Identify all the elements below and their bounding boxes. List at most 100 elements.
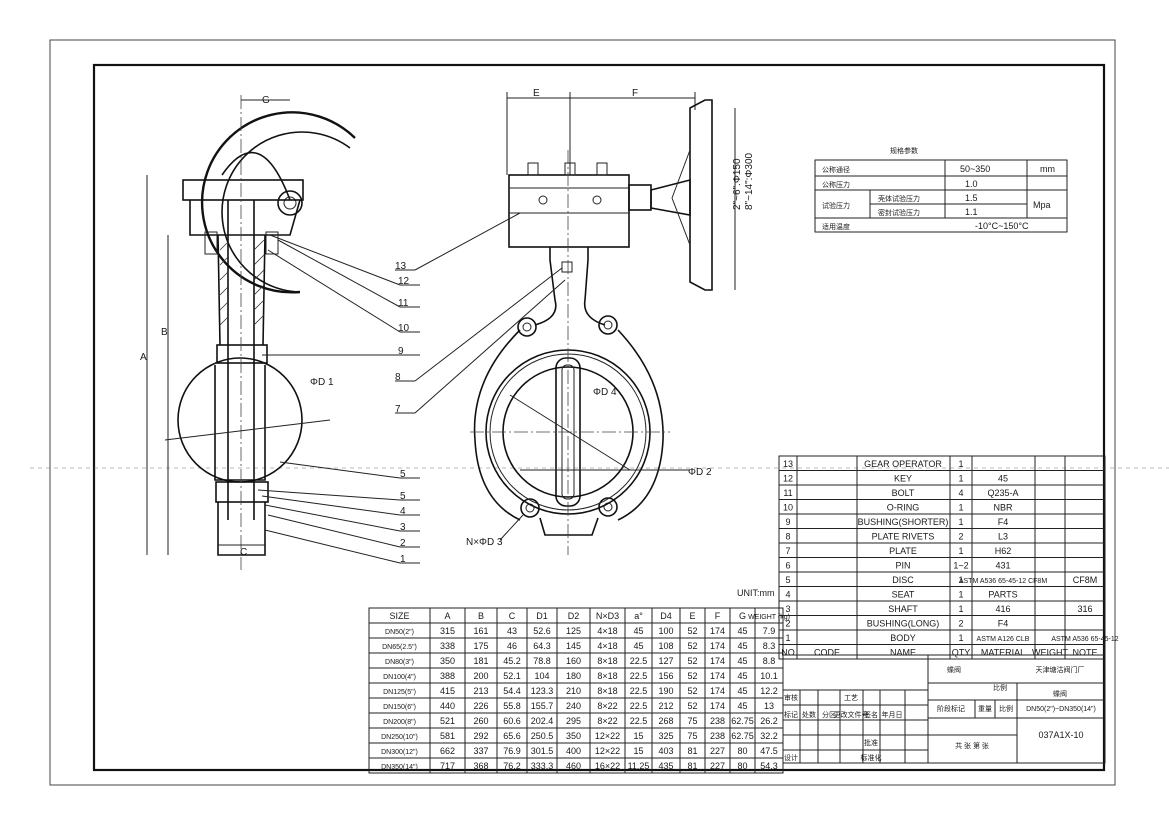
size-cell: DN100(4") [383, 674, 416, 681]
dim-d2: ΦD 2 [688, 467, 712, 478]
size-cell: 174 [710, 671, 725, 681]
parts-row-qty: 1 [958, 590, 963, 600]
parts-row-no: 1 [785, 633, 790, 643]
title-scale-label: 比例 [993, 683, 1007, 692]
callout-4: 4 [400, 506, 406, 517]
size-cell: 238 [710, 731, 725, 741]
title-label: 设计 [784, 753, 798, 762]
parts-row-qty: 2 [958, 619, 963, 629]
size-cell: 174 [710, 686, 725, 696]
parts-header-cell: QTY [952, 648, 971, 658]
spec-row-4-value: -10°C~150°C [975, 221, 1029, 231]
size-cell: 45 [737, 686, 747, 696]
size-cell: 180 [566, 671, 581, 681]
size-cell: DN65(2.5") [382, 644, 417, 651]
spec-table: 规格参数 公称通径 50~350 mm 公称压力 1.0 试验压力 壳体试验压力… [814, 146, 1068, 233]
size-cell: 200 [473, 671, 488, 681]
size-cell: 108 [658, 641, 673, 651]
parts-row-name: BOLT [892, 488, 915, 498]
dim-e: E [533, 88, 540, 99]
size-cell: 8.3 [763, 641, 776, 651]
size-cell: 52 [687, 626, 697, 636]
size-cell: 12.2 [760, 686, 778, 696]
spec-row-3-sub: 密封试验压力 [878, 208, 920, 217]
dim-c: C [240, 547, 247, 558]
size-cell: 80 [737, 746, 747, 756]
size-cell: 32.2 [760, 731, 778, 741]
dim-g: G [262, 95, 270, 106]
size-header-cell: E [689, 611, 695, 621]
gearbox-bolt-left [204, 231, 218, 255]
size-cell: 52 [687, 686, 697, 696]
size-header-cell: D4 [660, 611, 672, 621]
title-label: 签名 [864, 710, 878, 719]
parts-row-material: H62 [995, 546, 1012, 556]
size-cell: 227 [710, 746, 725, 756]
size-cell: DN50(2") [385, 629, 414, 636]
title-label: 重量 [978, 705, 992, 713]
size-cell: 75 [687, 716, 697, 726]
dim-f: F [632, 88, 638, 99]
size-cell: 325 [658, 731, 673, 741]
callout-2: 2 [400, 538, 406, 549]
size-cell: 104 [534, 671, 549, 681]
parts-header-cell: MATERIAL [981, 648, 1025, 658]
title-label: 年月日 [882, 710, 903, 719]
title-label: 工艺 [844, 694, 858, 702]
size-cell: 268 [658, 716, 673, 726]
title-label: 标准化 [861, 753, 882, 762]
parts-row-name: DISC [892, 575, 914, 585]
parts-row-name: BUSHING(SHORTER) [858, 517, 949, 527]
size-cell: 52 [687, 641, 697, 651]
size-cell: 45 [737, 626, 747, 636]
size-cell: 60.6 [503, 716, 521, 726]
handwheel-dim-b: 8"~14":Φ300 [744, 152, 755, 210]
title-label: 比例 [999, 704, 1013, 713]
size-cell: 62.75 [731, 716, 754, 726]
callout-5: 5 [400, 491, 406, 502]
spec-row-0-unit: mm [1040, 164, 1055, 174]
size-cell: 76.2 [503, 761, 521, 771]
parts-header-cell: NOTE [1072, 648, 1097, 658]
size-cell: 8×22 [597, 716, 617, 726]
parts-header-cell: NAME [890, 648, 916, 658]
size-cell: 295 [566, 716, 581, 726]
size-cell: 350 [566, 731, 581, 741]
size-cell: 440 [440, 701, 455, 711]
size-cell: 45 [737, 656, 747, 666]
callout-12: 12 [398, 276, 410, 287]
size-cell: 181 [473, 656, 488, 666]
size-cell: 292 [473, 731, 488, 741]
title-label: 共 张 第 张 [955, 741, 989, 750]
parts-row-material: 416 [995, 604, 1010, 614]
parts-row-material: 431 [995, 561, 1010, 571]
size-cell: 240 [566, 701, 581, 711]
size-cell: 15 [633, 731, 643, 741]
size-cell: DN250(10") [381, 734, 418, 741]
gearbox-bolt-right [265, 231, 279, 255]
size-cell: DN350(14") [381, 764, 418, 771]
body-outline [473, 329, 664, 521]
size-cell: 16×22 [595, 761, 620, 771]
parts-row-qty: 2 [958, 532, 963, 542]
size-cell: 338 [440, 641, 455, 651]
size-header-cell: F [715, 611, 721, 621]
size-cell: 15 [633, 746, 643, 756]
size-cell: 64.3 [533, 641, 551, 651]
callout-10: 10 [398, 323, 410, 334]
size-cell: 174 [710, 656, 725, 666]
size-cell: 388 [440, 671, 455, 681]
callout-3: 3 [400, 522, 406, 533]
size-header-cell: G [739, 611, 746, 621]
size-cell: 45.2 [503, 656, 521, 666]
size-cell: 7.9 [763, 626, 776, 636]
size-header-cell: a° [634, 611, 643, 621]
gear-shaft [628, 184, 652, 211]
size-cell: 301.5 [531, 746, 554, 756]
parts-row-no: 3 [785, 604, 790, 614]
title-label: 批准 [864, 738, 878, 747]
size-cell: 161 [473, 626, 488, 636]
size-cell: 22.5 [630, 701, 648, 711]
